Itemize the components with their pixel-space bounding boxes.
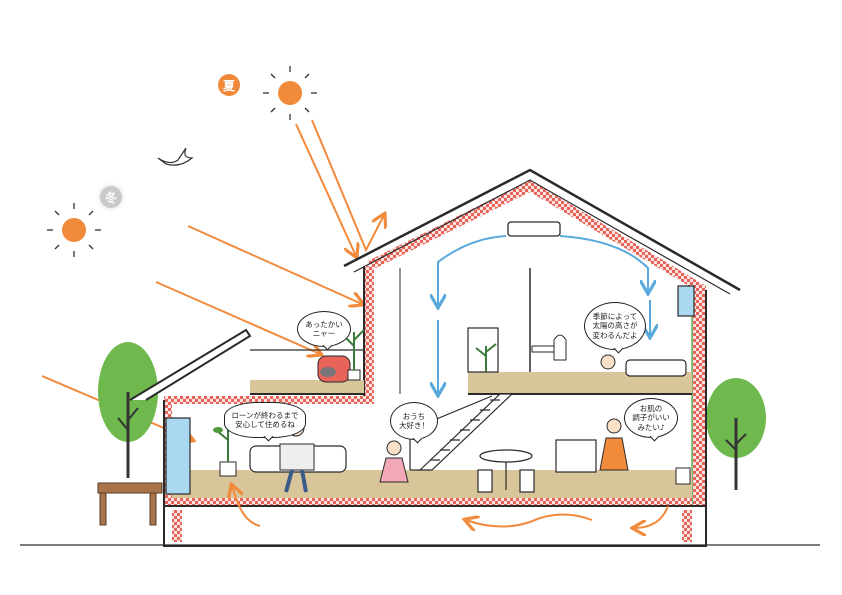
airflow-arrows: [438, 235, 650, 394]
bird-icon: [157, 147, 194, 166]
underfloor-airflow: [232, 486, 669, 528]
winter-sun-icon: [47, 203, 101, 257]
summer-sun-icon: [263, 66, 317, 120]
upper-right-window: [677, 285, 695, 317]
air-conditioner-icon: [507, 221, 561, 237]
right-tree: [706, 378, 766, 490]
left-tree: [98, 342, 158, 478]
speech-bubble-girl: おうち 大好き！: [390, 402, 438, 440]
kitchen-counter: [555, 439, 597, 473]
radiator: [675, 467, 691, 485]
speech-bubble-study: 季節によって 太陽の高さが 変わるんだよ: [584, 302, 646, 350]
speech-bubble-dad: ローンが終わるまで 安心して住めるね: [224, 402, 306, 438]
summer-badge: 夏: [218, 74, 240, 96]
winter-badge: 冬: [100, 186, 122, 208]
wood-deck: [97, 482, 163, 526]
study-room: [475, 334, 687, 377]
speech-bubble-cat: あったかい ニャー: [297, 311, 351, 347]
mom: [599, 418, 629, 471]
dining-table: [477, 449, 535, 493]
upper-plant-and-chair: [317, 329, 365, 383]
ground-floor-window: [165, 417, 191, 495]
house-structure: [20, 168, 820, 547]
girl: [379, 440, 409, 483]
summer-sun-rays: [295, 119, 384, 256]
speech-bubble-mom: お肌の 調子がいい みたい♪: [624, 398, 678, 438]
